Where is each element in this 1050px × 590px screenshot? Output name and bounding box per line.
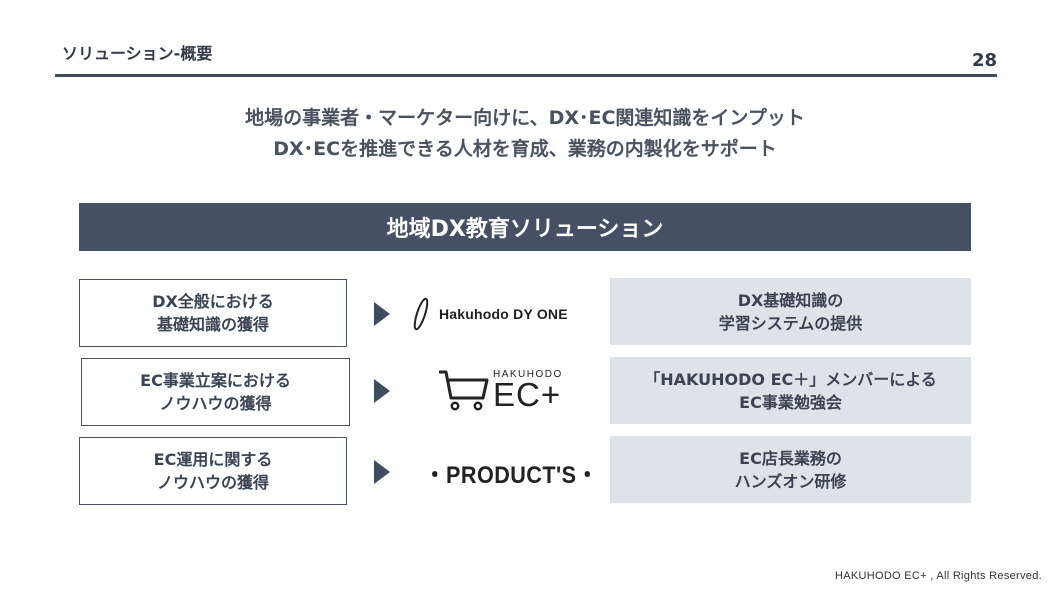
solution-text: DX基礎知識の [737,290,844,310]
partner-name: Hakuhodo DY ONE [439,306,568,322]
dy-one-mark-icon [413,297,429,331]
need-box-1: DX全般における 基礎知識の獲得 [79,279,347,347]
page-number: 28 [971,50,997,71]
products-logo: ・PRODUCT'S・ [424,456,618,489]
solution-box-2: 「HAKUHODO EC＋」メンバーによる EC事業勉強会 [610,357,971,424]
partner-name: EC+ [493,375,562,413]
partner-subname: HAKUHODO [493,368,563,380]
solution-text: 「HAKUHODO EC＋」メンバーによる [644,369,937,389]
need-box-2: EC事業立案における ノウハウの獲得 [81,358,350,426]
need-text: 基礎知識の獲得 [156,315,269,334]
hakuhodo-ec-plus-logo: HAKUHODO EC+ [437,364,563,414]
solution-banner: 地域DX教育ソリューション [79,203,971,251]
solution-box-1: DX基礎知識の 学習システムの提供 [610,278,971,345]
solution-text: 学習システムの提供 [718,313,863,333]
header-rule [55,74,997,77]
need-box-3: EC運用に関する ノウハウの獲得 [79,437,347,505]
lead-line-2: DX･ECを推進できる人材を育成、業務の内製化をサポート [273,138,777,160]
solution-text: EC事業勉強会 [739,392,842,412]
solution-text: ハンズオン研修 [734,471,847,491]
need-text: DX全般における [152,292,274,311]
need-text: ノウハウの獲得 [159,394,272,413]
need-text: ノウハウの獲得 [156,473,269,492]
need-text: EC運用に関する [153,450,273,469]
partner-name: ・PRODUCT'S・ [424,461,599,489]
copyright: HAKUHODO EC+ , All Rights Reserved. [834,570,1042,582]
arrow-icon [374,302,390,326]
slide-title: ソリューション-概要 [62,44,213,63]
solution-text: EC店長業務の [739,448,842,468]
hakuhodo-dy-one-logo: Hakuhodo DY ONE [412,294,568,334]
need-text: EC事業立案における [140,371,291,390]
shopping-cart-icon [439,370,489,411]
solution-box-3: EC店長業務の ハンズオン研修 [610,436,971,503]
arrow-icon [374,460,390,484]
lead-line-1: 地場の事業者・マーケター向けに、DX･EC関連知識をインプット [245,107,805,129]
arrow-icon [374,379,390,403]
